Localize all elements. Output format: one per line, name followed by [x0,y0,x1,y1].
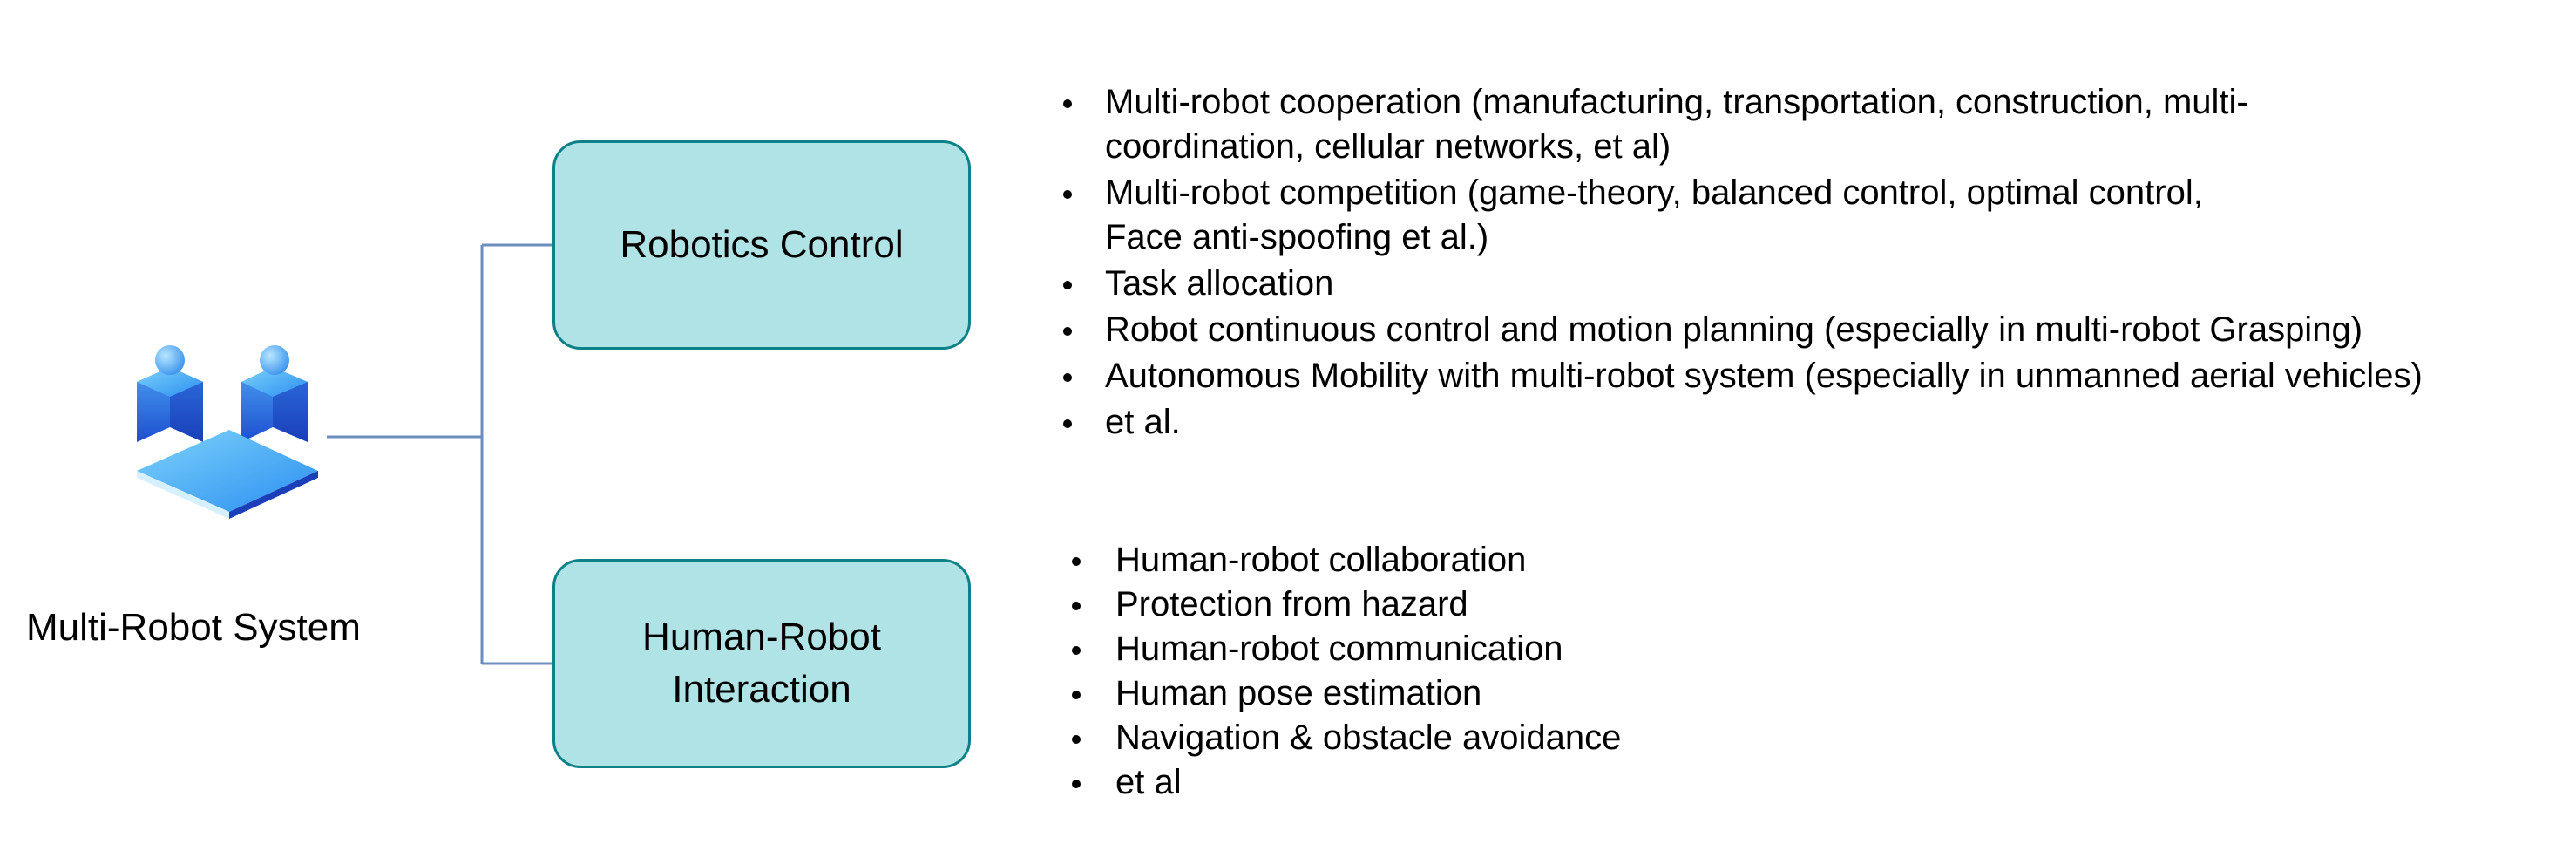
list-item: et al [1072,760,1621,805]
robotics-control-label: Robotics Control [620,223,904,266]
human-robot-interaction-box: Human-Robot Interaction [552,559,971,768]
list-item: Task allocation [1063,262,2423,306]
bullet-icon [1063,373,1072,382]
hri-label-line: Human-Robot [642,616,881,658]
multi-robot-icon [137,345,318,519]
bullet-icon [1063,419,1072,428]
robotics-control-list: Multi-robot cooperation (manufacturing, … [1063,80,2423,445]
list-item: Autonomous Mobility with multi-robot sys… [1063,354,2423,398]
bullet-icon [1063,327,1072,336]
platform-base [137,430,318,519]
bullet-icon [1072,780,1081,788]
bullet-icon [1072,646,1081,655]
list-item: Multi-robot cooperation (manufacturing, … [1063,80,2423,169]
bullet-icon [1063,190,1072,199]
robot-figure-left [137,345,203,442]
list-item: Multi-robot competition (game-theory, ba… [1063,171,2423,260]
list-item: Robot continuous control and motion plan… [1063,308,2423,352]
list-item: Human-robot communication [1072,627,1621,671]
bullet-icon [1072,735,1081,744]
system-label: Multi-Robot System [26,606,361,649]
bullet-icon [1072,602,1081,610]
bullet-icon [1063,99,1072,108]
list-item: Protection from hazard [1072,582,1621,627]
hri-label-line: Interaction [672,668,851,711]
list-item: Navigation & obstacle avoidance [1072,716,1621,760]
bullet-icon [1072,557,1081,566]
list-item: et al. [1063,400,2423,445]
robot-figure-right [241,345,308,442]
list-item: Human pose estimation [1072,671,1621,716]
human-robot-interaction-label: Human-Robot Interaction [642,611,881,716]
robotics-control-box: Robotics Control [552,140,971,350]
human-robot-interaction-list: Human-robot collaboration Protection fro… [1072,538,1621,805]
list-item: Human-robot collaboration [1072,538,1621,582]
bullet-icon [1063,281,1072,289]
bullet-icon [1072,691,1081,699]
